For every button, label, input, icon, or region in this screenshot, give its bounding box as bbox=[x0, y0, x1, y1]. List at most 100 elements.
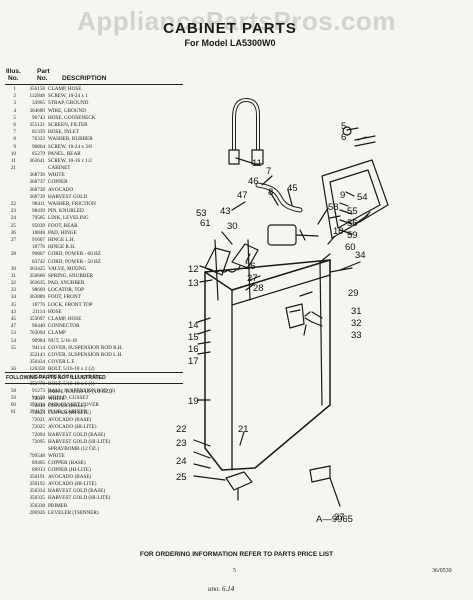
part-description: PANEL, REAR bbox=[48, 150, 81, 157]
model-subtitle: For Model LA5300W0 bbox=[184, 38, 276, 48]
illus-number: 4 bbox=[13, 107, 16, 114]
part-description: HARVEST GOLD (HI-LITE) bbox=[48, 495, 111, 502]
paint-row: PAINT, TOUCH-UP (1/2 OZ.) bbox=[5, 389, 185, 396]
illus-number: 24 bbox=[10, 215, 16, 222]
figure-label: A—9965 bbox=[316, 514, 353, 525]
illus-number: 56 bbox=[10, 366, 16, 373]
illus-number: 55 bbox=[10, 344, 16, 351]
part-number: 352434 bbox=[29, 402, 45, 409]
illus-number: 35 bbox=[10, 301, 16, 308]
part-number: 98669 bbox=[32, 287, 45, 294]
part-number: 21114 bbox=[32, 308, 45, 315]
part-description: COPPER (BASE) bbox=[48, 459, 86, 466]
callout-10: 10 bbox=[333, 226, 344, 237]
part-number: 85279 bbox=[32, 150, 45, 157]
header-rule bbox=[5, 84, 183, 85]
following-header: FOLLOWING PARTS NOT ILLUSTRATED bbox=[6, 375, 106, 381]
watermark: AppliancePartsPros.com bbox=[77, 6, 396, 36]
part-number: 98439 bbox=[32, 208, 45, 215]
part-description: FOOT, REAR bbox=[48, 222, 78, 229]
part-number: 72094 bbox=[32, 431, 45, 438]
illus-number: 53 bbox=[10, 330, 16, 337]
col-description-label: DESCRIPTION bbox=[62, 75, 107, 82]
part-number: 363425 bbox=[29, 265, 45, 272]
callout-61: 61 bbox=[200, 218, 211, 229]
part-description: PRIMER bbox=[48, 502, 68, 509]
illus-number: 59 bbox=[10, 395, 16, 402]
callout-15: 15 bbox=[188, 332, 199, 343]
callout-7: 7 bbox=[266, 166, 271, 177]
part-number: 363889 bbox=[29, 294, 45, 301]
part-description: PAD, SNUBBER bbox=[48, 280, 85, 287]
callout-21: 21 bbox=[238, 424, 249, 435]
part-number: 83742 bbox=[32, 258, 45, 265]
illus-number: 27 bbox=[10, 236, 16, 243]
illus-number: 8 bbox=[13, 136, 16, 143]
part-description: WHITE bbox=[48, 396, 65, 403]
part-description: CONNECTOR bbox=[48, 323, 80, 330]
part-description: CLAMP bbox=[48, 330, 66, 337]
part-description: COVER, SUSPENSION ROD R.H. bbox=[48, 344, 123, 351]
part-description: HARVEST GOLD bbox=[48, 193, 88, 200]
part-number: 368737 bbox=[29, 179, 45, 186]
part-number: 72017 bbox=[32, 396, 45, 403]
part-number: 356666 bbox=[29, 272, 45, 279]
callout-30: 30 bbox=[227, 221, 238, 232]
part-number: 94656 bbox=[32, 395, 45, 402]
callout-59: 59 bbox=[347, 230, 358, 241]
illus-number: 28 bbox=[10, 251, 16, 258]
part-number: 90984 bbox=[32, 337, 45, 344]
part-description: BOLT, 5/16-18 x 2 (2) bbox=[48, 366, 95, 373]
callout-5: 5 bbox=[341, 121, 346, 132]
part-number: 91607 bbox=[32, 236, 45, 243]
part-description: COPPER (HI-LITE) bbox=[48, 467, 91, 474]
part-description: HINGE R.H. bbox=[48, 244, 76, 251]
part-description: SPRAYBOMB (12 OZ.) bbox=[48, 445, 99, 452]
callout-60: 60 bbox=[345, 242, 356, 253]
paint-row: SPRAYBOMB (12 OZ.) bbox=[5, 446, 185, 453]
illus-number: 61 bbox=[10, 409, 16, 416]
part-description: LOCATOR, TOP bbox=[48, 287, 85, 294]
ordering-note: FOR ORDERING INFORMATION REFER TO PARTS … bbox=[139, 551, 334, 558]
callout-6: 6 bbox=[341, 132, 346, 143]
callout-53: 53 bbox=[196, 208, 207, 219]
part-number: 18776 bbox=[32, 244, 45, 251]
part-description: HOSE, GOOSENECK bbox=[48, 114, 96, 121]
callout-27: 27 bbox=[247, 273, 258, 284]
part-description: BALL, SUSPENSION ROD (6) bbox=[48, 387, 116, 394]
part-number: 350192 bbox=[29, 481, 45, 488]
leveling-foot bbox=[225, 471, 253, 491]
col-illus-label: Illus. bbox=[6, 68, 21, 75]
part-description: LEVELER (THINNER) bbox=[48, 509, 99, 516]
illus-number: 2 bbox=[13, 93, 16, 100]
part-number: 126211 bbox=[29, 373, 45, 380]
part-description: WASHER, RUBBER bbox=[48, 136, 93, 143]
cabinet-body bbox=[204, 259, 331, 471]
col-no-label: No. bbox=[8, 75, 19, 82]
part-number: 350335 bbox=[29, 495, 45, 502]
callout-17: 17 bbox=[188, 356, 199, 367]
part-number: 350191 bbox=[29, 474, 45, 481]
illus-number: 54 bbox=[10, 337, 16, 344]
part-number: 363641 bbox=[29, 157, 45, 164]
part-description: SCREW, 10-24 x 1 bbox=[48, 93, 88, 100]
part-description: BOLT, 5/16-18 x 1/8 (2) bbox=[48, 373, 99, 380]
part-description: WIRE, GROUND bbox=[48, 107, 87, 114]
